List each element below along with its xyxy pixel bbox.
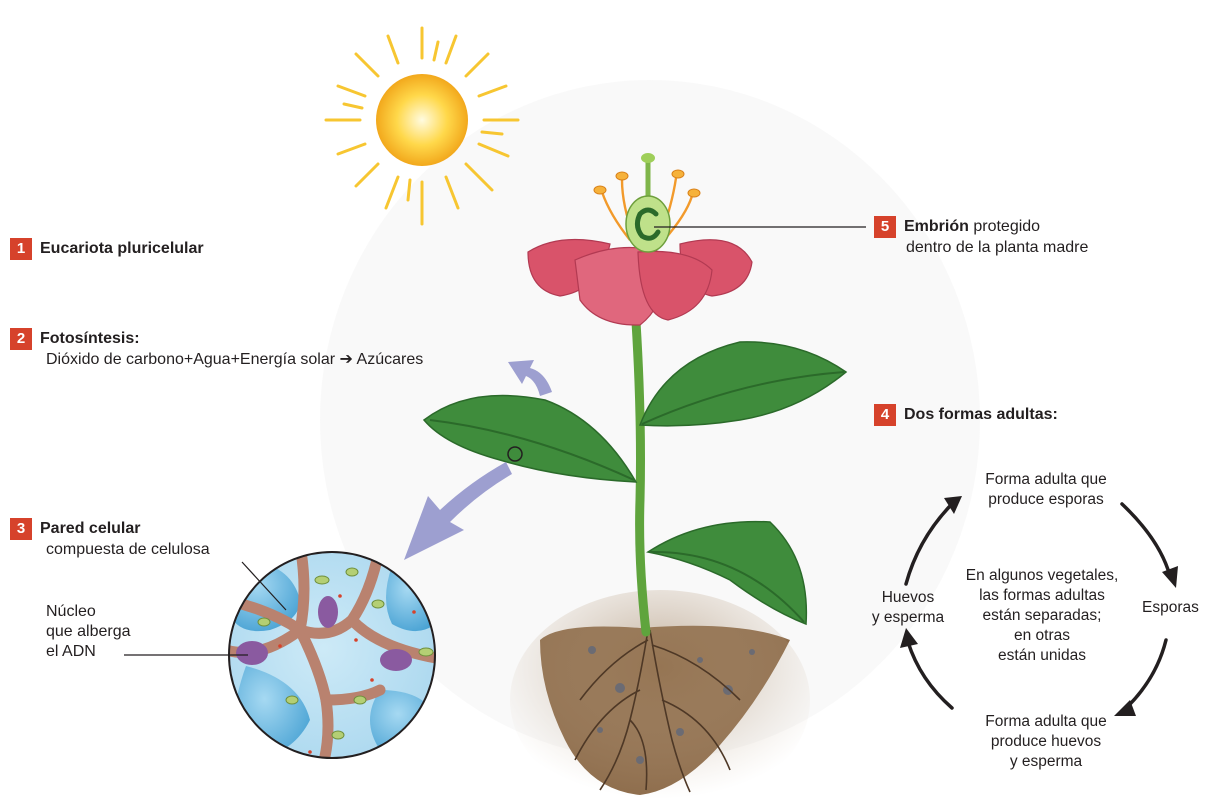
badge-1: 1 bbox=[10, 238, 32, 260]
cycle-bottom-line-2: produce huevos bbox=[956, 732, 1136, 752]
equation-right: Azúcares bbox=[357, 351, 424, 368]
label-nucleo: Núcleo que alberga el ADN bbox=[46, 602, 131, 662]
label-embrion: 5 Embrión protegido dentro de la planta m… bbox=[874, 216, 1088, 258]
label-2-title: Fotosíntesis: bbox=[40, 330, 140, 347]
cycle-center-line-1: En algunos vegetales, bbox=[946, 566, 1138, 586]
nucleo-line-2: que alberga bbox=[46, 622, 131, 642]
label-fotosintesis: 2 Fotosíntesis: Dióxido de carbono+Agua+E… bbox=[10, 328, 423, 370]
cycle-right: Esporas bbox=[1142, 598, 1199, 618]
label-1-title: Eucariota pluricelular bbox=[40, 240, 204, 257]
nucleus-icon bbox=[236, 641, 268, 665]
label-3-title: Pared celular bbox=[40, 520, 141, 537]
badge-3: 3 bbox=[10, 518, 32, 540]
badge-4: 4 bbox=[874, 404, 896, 426]
cycle-center-line-3: están separadas; bbox=[946, 606, 1138, 626]
cycle-bottom-line-1: Forma adulta que bbox=[956, 712, 1136, 732]
label-5-sub: dentro de la planta madre bbox=[906, 238, 1088, 258]
badge-2: 2 bbox=[10, 328, 32, 350]
equation-left: Dióxido de carbono+Agua+Energía solar bbox=[46, 351, 335, 368]
arrow-right-icon: ➔ bbox=[335, 351, 356, 368]
cycle-left-line-2: y esperma bbox=[858, 608, 958, 628]
label-3-sub: compuesta de celulosa bbox=[46, 540, 210, 560]
cycle-bottom-line-3: y esperma bbox=[956, 752, 1136, 772]
cycle-bottom: Forma adulta que produce huevos y esperm… bbox=[956, 712, 1136, 772]
nucleo-line-1: Núcleo bbox=[46, 602, 131, 622]
label-pared-celular: 3 Pared celular compuesta de celulosa bbox=[10, 518, 210, 560]
cycle-center-line-4: en otras bbox=[946, 626, 1138, 646]
cycle-center-line-5: están unidas bbox=[946, 646, 1138, 666]
photosynthesis-equation: Dióxido de carbono+Agua+Energía solar ➔ … bbox=[46, 350, 423, 370]
label-5-rest-text: protegido bbox=[973, 218, 1040, 235]
badge-5: 5 bbox=[874, 216, 896, 238]
cycle-left: Huevos y esperma bbox=[858, 588, 958, 628]
label-4-title: Dos formas adultas: bbox=[904, 406, 1058, 423]
cycle-top: Forma adulta que produce esporas bbox=[956, 470, 1136, 510]
cycle-left-line-1: Huevos bbox=[858, 588, 958, 608]
cycle-top-line-2: produce esporas bbox=[956, 490, 1136, 510]
cycle-top-line-1: Forma adulta que bbox=[956, 470, 1136, 490]
label-dos-formas: 4 Dos formas adultas: bbox=[874, 404, 1058, 426]
label-5-title: Embrión bbox=[904, 218, 969, 235]
cycle-center: En algunos vegetales, las formas adultas… bbox=[946, 566, 1138, 666]
nucleo-line-3: el ADN bbox=[46, 642, 131, 662]
cycle-center-line-2: las formas adultas bbox=[946, 586, 1138, 606]
label-eucariota: 1 Eucariota pluricelular bbox=[10, 238, 204, 260]
label-5-rest: protegido bbox=[969, 218, 1040, 235]
